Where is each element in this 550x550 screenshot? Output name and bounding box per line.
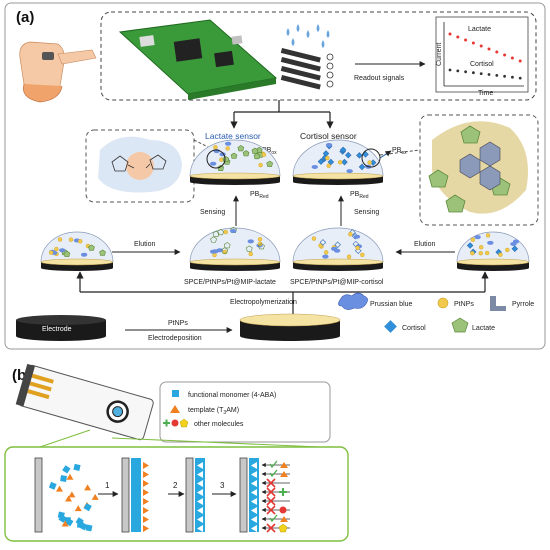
- electrode-plate: [239, 457, 248, 533]
- cortisol-pb-ox: PBox: [392, 147, 407, 156]
- lactate-point: [518, 59, 522, 63]
- legend-other: other molecules: [194, 421, 244, 428]
- cortisol-point: [464, 70, 467, 74]
- lactate-templated-dome: [40, 231, 114, 271]
- cortisol-point: [479, 72, 483, 75]
- electrode-plate: [185, 457, 194, 533]
- cortisol-sensor-dome: [292, 139, 384, 185]
- legend-pyrrole: Pyrrole: [512, 301, 534, 308]
- connector-lines: [230, 100, 334, 129]
- ptnps-step-label: PtNPs: [168, 320, 188, 327]
- strip-2: [280, 57, 334, 72]
- lactate-sensor-title: Lactate sensor: [205, 131, 261, 141]
- plot-series-cortisol-label: Cortisol: [470, 61, 494, 68]
- readout-dashed-box: [100, 11, 537, 101]
- strip-4: [280, 74, 334, 90]
- lactate-point: [464, 38, 468, 42]
- wearer-illustration: [19, 41, 97, 103]
- plot-series-lactate-label: Lactate: [468, 26, 491, 33]
- lactate-point: [510, 56, 514, 60]
- cortisol-elution-label: Elution: [414, 241, 436, 248]
- lactate-sensor-name: SPCE/PtNPs/Pt@MIP-lactate: [184, 279, 276, 286]
- electrodeposition-label: Electrodeposition: [148, 335, 202, 342]
- other-plus-icon: [163, 419, 170, 427]
- legend-prussian-blue: Prussian blue: [370, 301, 413, 308]
- cortisol-templated-dome: [456, 231, 530, 271]
- cortisol-sensor-name: SPCE/PtNPs/Pt@MIP-cortisol: [290, 279, 384, 286]
- cortisol-point: [472, 71, 475, 75]
- cortisol-sensor-title: Cortisol sensor: [300, 131, 357, 141]
- cortisol-mip-dome: [292, 227, 384, 271]
- cortisol-sensing-label: Sensing: [354, 209, 379, 216]
- lactate-pb-red: PBRed: [250, 191, 269, 200]
- cortisol-icon: [384, 320, 397, 333]
- mip-steps: [34, 457, 290, 533]
- lactate-sensing-label: Sensing: [200, 209, 225, 216]
- lactate-point: [448, 32, 452, 36]
- legend-template: template (T3AM): [188, 407, 239, 416]
- cortisol-point: [448, 68, 452, 72]
- lactate-elution-label: Elution: [134, 241, 156, 248]
- cortisol-point: [511, 75, 514, 79]
- lactate-point: [495, 50, 499, 54]
- step-2-label: 2: [173, 481, 178, 490]
- lactate-point: [503, 53, 507, 57]
- step-1-label: 1: [105, 481, 110, 490]
- cortisol-point: [495, 74, 499, 77]
- cortisol-point: [518, 76, 522, 80]
- other-pentagon-icon: [179, 418, 189, 428]
- lactate-point: [487, 47, 491, 51]
- monomer-icon: [172, 390, 179, 397]
- electrode-plate: [34, 457, 43, 533]
- electrode-strip-array: [280, 47, 334, 90]
- lactate-point: [456, 35, 460, 39]
- panel-a-label: (a): [16, 9, 34, 26]
- panel-a-legend: Prussian blue PtNPs Pyrrole Cortisol Lac…: [338, 292, 534, 333]
- cortisol-point: [503, 74, 506, 78]
- legend-ptnps: PtNPs: [454, 301, 474, 308]
- strip-3: [280, 66, 334, 81]
- step-3-label: 3: [220, 481, 225, 490]
- lactate-mip-dome: [189, 226, 281, 271]
- other-circle-icon: [171, 419, 179, 427]
- ptnps-icon: [437, 297, 449, 309]
- pyrrole-icon: [490, 296, 506, 311]
- cortisol-point: [456, 69, 460, 73]
- lactate-point: [471, 41, 475, 45]
- cortisol-pb-red: PBRed: [350, 191, 369, 200]
- prussian-blue-icon: [338, 292, 368, 310]
- electrode-plate: [121, 457, 130, 533]
- plot-ylabel: Current: [436, 43, 443, 66]
- legend-lactate: Lactate: [472, 325, 495, 332]
- bare-electrode: [16, 315, 106, 341]
- readout-label: Readout signals: [354, 75, 405, 82]
- panel-b-legend: functional monomer (4-ABA) template (T3A…: [159, 381, 331, 443]
- cortisol-point: [487, 73, 491, 76]
- cortisol-zoom-inset: [379, 114, 539, 226]
- lactate-zoom-inset: [85, 129, 211, 203]
- lactate-point: [479, 44, 483, 48]
- lactate-icon: [451, 317, 469, 333]
- electrode-label: Electrode: [42, 326, 72, 333]
- pcb-board: [118, 19, 278, 100]
- legend-cortisol: Cortisol: [402, 325, 426, 332]
- readout-plot: Current Time Lactate Cortisol: [435, 16, 529, 97]
- electropolymerization-arrows: [76, 271, 489, 318]
- legend-monomer: functional monomer (4-ABA): [188, 392, 276, 399]
- electropolymerization-label: Electropolymerization: [230, 299, 297, 306]
- plot-xlabel: Time: [478, 90, 493, 97]
- template-icon: [170, 405, 180, 413]
- platinized-electrode: [239, 313, 341, 341]
- sweat-drops: [286, 24, 330, 48]
- lactate-series-points: [448, 32, 522, 63]
- strip-1: [280, 47, 334, 63]
- sensor-strip: [15, 363, 154, 441]
- cortisol-series-points: [448, 68, 522, 80]
